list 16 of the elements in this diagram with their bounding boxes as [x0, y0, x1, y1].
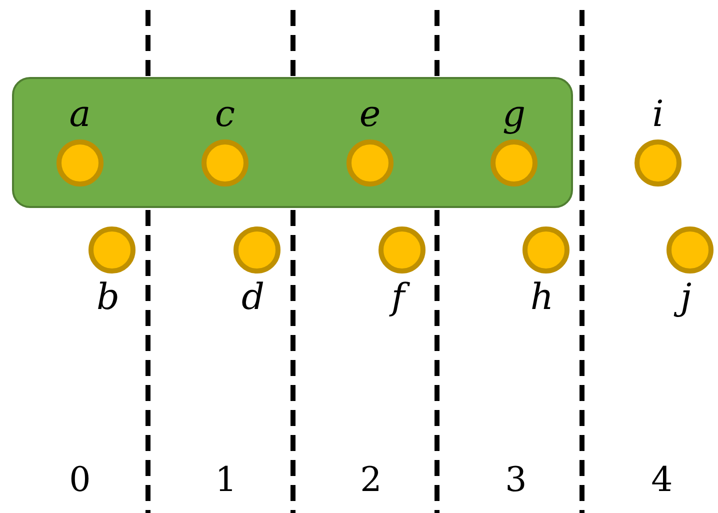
- grouping-band: [12, 77, 573, 208]
- point-label: d: [240, 278, 266, 318]
- point-label: f: [373, 278, 423, 318]
- column-number: 1: [214, 460, 238, 500]
- column-number: 0: [68, 460, 92, 500]
- point-label: c: [214, 95, 236, 135]
- point-label: a: [68, 95, 92, 135]
- point-label: b: [95, 278, 121, 318]
- point-label: e: [358, 95, 382, 135]
- column-number: 3: [504, 460, 528, 500]
- column-number: 2: [359, 460, 383, 500]
- column-number: 4: [650, 460, 674, 500]
- point-label: g: [501, 95, 527, 135]
- point-label: h: [529, 278, 555, 318]
- point-label: i: [651, 95, 665, 135]
- point-label: j: [661, 278, 711, 318]
